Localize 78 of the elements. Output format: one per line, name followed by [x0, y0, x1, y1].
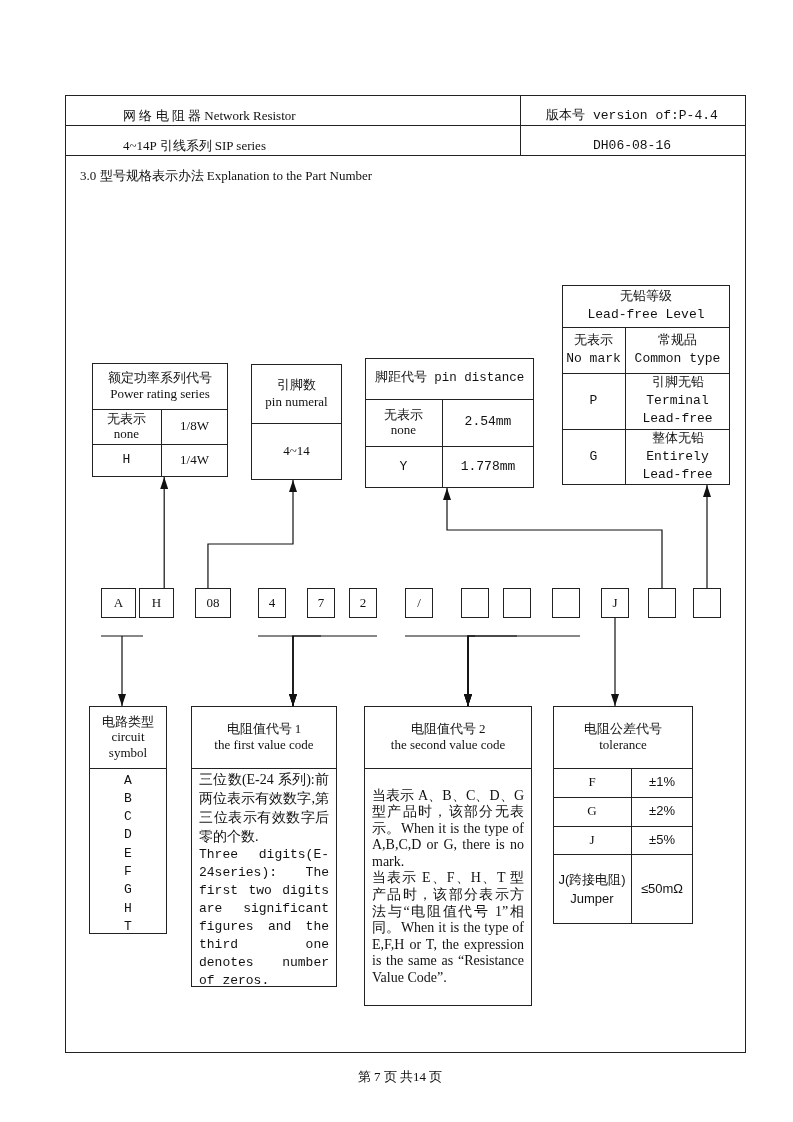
code-letter: G [124, 882, 132, 900]
description-text: 当表示 A、B、C、D、G 型产品时，该部分无表示。When it is the type of A,B,C,D or G, there is no mark. [372, 787, 524, 870]
code-letter: E [124, 845, 132, 863]
code-box: 2 [349, 588, 377, 618]
table-heading: 额定功率系列代号 Power rating series [108, 369, 212, 403]
value-text: ±2% [649, 803, 675, 820]
code-letter: T [124, 918, 132, 936]
code-box: / [405, 588, 433, 618]
code-table [365, 358, 534, 488]
value-text: 引脚无铅 Terminal Lead-free [641, 374, 714, 428]
code-letter: G [589, 448, 598, 466]
description-text: 当表示 E、F、H、T 型产品时，该部分表示方法与“电阻值代号 1”相同。When it is the type of E,F,H or T, the expression is the same as “Resistance Value Code”. [372, 870, 524, 987]
code-box: A [101, 588, 136, 618]
code-option: 无表示 none [384, 407, 423, 438]
value-text: 1/4W [180, 452, 209, 469]
value-text: ±5% [649, 831, 675, 849]
code-letter: G [587, 803, 597, 820]
value-text: 常规品 Common type [634, 332, 721, 368]
code-letter: H [124, 900, 132, 918]
bracket-arrow [100, 635, 144, 707]
table-heading: 电阻值代号 1 the first value code [214, 721, 314, 753]
document-number: DH06-08-16 [593, 138, 671, 154]
code-option: 无表示 No mark [566, 332, 621, 368]
table-heading: 脚距代号 pin distance [374, 370, 525, 387]
code-box: H [139, 588, 174, 618]
document-name: 网 络 电 阻 器 Network Resistor [123, 108, 296, 124]
value-text: 2.54mm [464, 414, 512, 431]
code-letter: C [124, 809, 132, 827]
version-label: 版本号 version of:P-4.4 [546, 108, 718, 124]
value-text: 整体无铅 Entirely Lead-free [641, 430, 714, 484]
arrow [443, 487, 663, 589]
section-heading: 3.0 型号规格表示办法 Explanation to the Part Number [80, 168, 373, 184]
page-number: 第 7 页 共14 页 [357, 1069, 443, 1085]
series-label: 4~14P 引线系列 SIP series [123, 138, 266, 154]
code-table [191, 706, 337, 987]
code-table [89, 706, 167, 934]
table-heading: 引脚数 pin numeral [265, 377, 328, 410]
arrow [207, 479, 297, 589]
code-table [553, 706, 693, 924]
table-heading: 无铅等级 Lead-free Level [587, 288, 705, 324]
table-heading: 电阻公差代号 tolerance [584, 721, 662, 753]
code-option: 无表示 none [107, 412, 146, 441]
code-letter: Y [399, 458, 408, 476]
value-text: ±1% [649, 774, 675, 791]
table-heading: 电阻值代号 2 the second value code [390, 721, 506, 753]
code-option: J(跨接电阻) Jumper [558, 869, 626, 909]
code-letter: F [588, 774, 596, 791]
code-letter: J [589, 831, 595, 849]
code-table [251, 364, 342, 480]
code-letter: A [124, 772, 132, 790]
value-text: ≤50mΩ [640, 880, 684, 898]
code-table [92, 363, 228, 477]
code-letter: H [122, 452, 131, 469]
code-box [461, 588, 489, 618]
code-box [693, 588, 721, 618]
arrow [703, 484, 711, 589]
description-text: Three digits(E-24series): The first two digits are significant figures and the third one denotes number of zeros. [199, 846, 329, 990]
value-text: 1/8W [180, 418, 209, 435]
code-letter: F [124, 864, 132, 881]
code-table [364, 706, 532, 1006]
bracket-arrow [289, 635, 378, 707]
code-box: 08 [195, 588, 231, 618]
table-heading: 电路类型 circuit symbol [101, 713, 155, 761]
arrow [160, 476, 169, 589]
code-box: 7 [307, 588, 335, 618]
arrow [611, 617, 619, 707]
code-box: J [601, 588, 629, 618]
value-text: 1.778mm [460, 458, 516, 476]
code-box [503, 588, 531, 618]
code-letter: P [589, 392, 598, 410]
description-text: 三位数(E-24 系列):前两位表示有效数字,第三位表示有效数字后零的个数. [199, 771, 329, 847]
code-box: 4 [258, 588, 286, 618]
code-box [552, 588, 580, 618]
code-table [562, 285, 730, 485]
code-letter: D [124, 827, 132, 845]
value-text: 4~14 [283, 443, 310, 460]
code-letter: B [124, 790, 132, 808]
code-box [648, 588, 676, 618]
